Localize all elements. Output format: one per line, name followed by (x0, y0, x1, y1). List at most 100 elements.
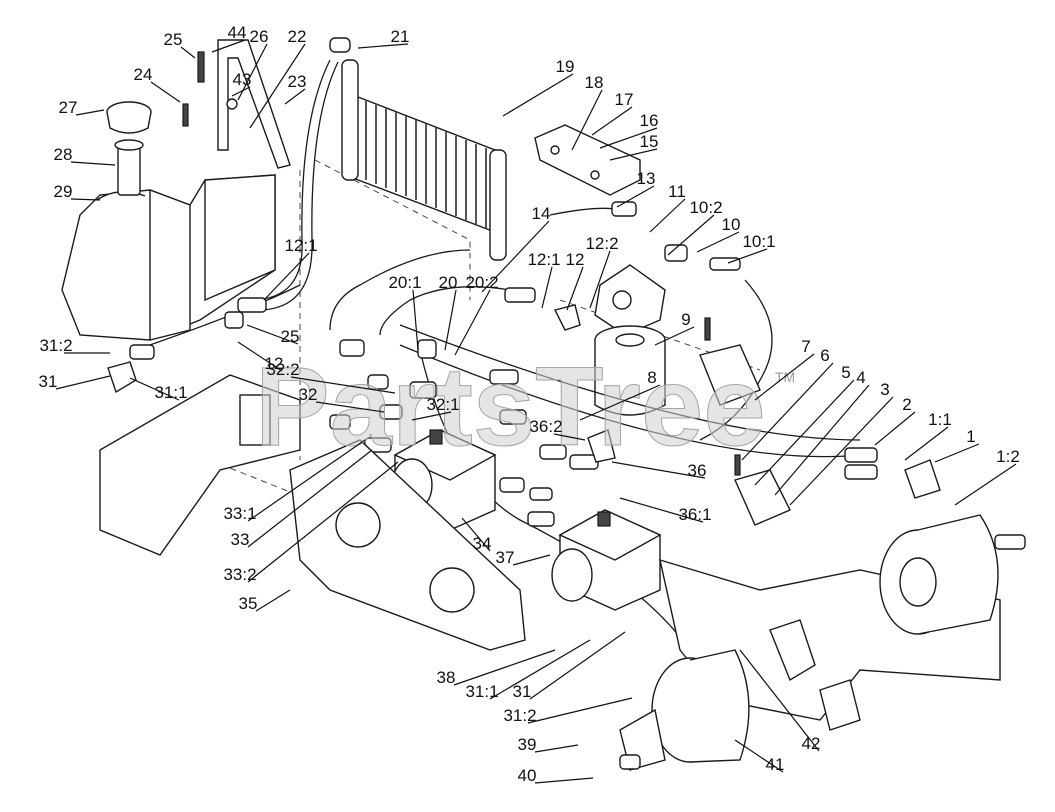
callout-label: 12:2 (585, 234, 618, 253)
callout-label: 29 (54, 182, 73, 201)
callout-leader-line (566, 266, 584, 311)
callout-leader-line (129, 377, 180, 401)
callout-leader-line (616, 185, 655, 208)
callout-label: 7 (801, 337, 810, 356)
callout-leader-line (904, 426, 949, 461)
callout-leader-line (444, 289, 457, 351)
callout-label: 8 (647, 368, 656, 387)
callout-leader-line (55, 375, 111, 390)
callout-leader-line (249, 43, 306, 129)
callout-leader-line (237, 341, 283, 372)
callout-leader-line (534, 744, 579, 753)
callout-leader-line (609, 148, 658, 161)
callout-leader-line (75, 109, 105, 116)
callout-leader-line (412, 289, 419, 351)
callout-leader-line (150, 81, 181, 103)
callout-label: 36:2 (529, 417, 562, 436)
callout-leader-line (70, 198, 101, 201)
callout-label: 36 (688, 461, 707, 480)
cooler-mount-plate (534, 124, 641, 196)
callout-label: 1:1 (928, 410, 952, 429)
callout-label: 37 (496, 548, 515, 567)
callout-label: 44 (228, 23, 247, 42)
callout-label: 31 (39, 372, 58, 391)
callout-leader-line (619, 497, 704, 523)
callout-label: 18 (585, 73, 604, 92)
callout-leader-line (739, 649, 820, 752)
callout-label: 32:2 (266, 360, 299, 379)
callout-label: 36:1 (678, 505, 711, 524)
callout-label: 32:1 (426, 395, 459, 414)
callout-label: 33:2 (223, 565, 256, 584)
callout-leader-line (247, 449, 373, 548)
oil-cooler (329, 37, 507, 261)
callout-label: 24 (134, 65, 153, 84)
callout-leader-line (611, 461, 706, 479)
tank-bracket (182, 39, 291, 169)
callout-leader-line (599, 127, 658, 149)
callout-label: 12 (265, 354, 284, 373)
callout-label: 20 (439, 273, 458, 292)
callout-label: 28 (54, 145, 73, 164)
callout-leader-line (453, 649, 556, 686)
callout-label: 14 (532, 204, 551, 223)
callout-leader-line (246, 324, 299, 345)
callout-leader-line (481, 220, 550, 293)
callout-label: 33 (231, 530, 250, 549)
callout-leader-line (754, 353, 815, 401)
callout-leader-line (231, 86, 251, 97)
callout-label: 17 (615, 90, 634, 109)
callout-label: 10 (722, 215, 741, 234)
callout-leader-line (70, 161, 116, 166)
callout-leader-line (454, 289, 491, 356)
callout-label: 19 (556, 57, 575, 76)
callout-leader-line (315, 401, 385, 413)
callout-label: 2 (902, 395, 911, 414)
callout-leader-line (954, 463, 1017, 506)
callout-label: 16 (640, 111, 659, 130)
callout-leader-line (591, 106, 633, 136)
callout-label: 33:1 (223, 504, 256, 523)
callout-leader-line (247, 461, 399, 583)
wheel-motor-left (619, 649, 750, 771)
callout-leader-line (461, 517, 491, 552)
callout-leader-line (553, 433, 586, 441)
callout-leader-line (541, 266, 553, 309)
callout-leader-line (774, 384, 870, 496)
callout-label: 21 (391, 27, 410, 46)
bracket-cluster (699, 317, 791, 526)
callout-label: 1:2 (996, 447, 1020, 466)
callout-label: 41 (766, 755, 785, 774)
callout-label: 42 (802, 734, 821, 753)
callout-label: 5 (841, 363, 850, 382)
callout-label: 25 (281, 327, 300, 346)
callout-leader-line (754, 379, 855, 486)
callout-leader-line (589, 250, 611, 309)
watermark-text: PartsTree (255, 344, 766, 469)
callout-leader-line (290, 376, 396, 394)
callout-leader-line (534, 777, 594, 784)
callout-label: 12 (566, 250, 585, 269)
pump-mount-plate (289, 439, 526, 651)
callout-leader-line (502, 73, 574, 117)
callout-label: 40 (518, 766, 537, 785)
callout-leader-line (180, 46, 196, 59)
callout-label: 26 (250, 27, 269, 46)
callout-leader-line (789, 396, 894, 506)
callout-label: 10:1 (742, 232, 775, 251)
callout-leader-line (411, 411, 452, 421)
callout-label: 12:1 (284, 236, 317, 255)
callout-label: 12:1 (527, 250, 560, 269)
callout-label: 34 (473, 534, 492, 553)
callout-label: 32 (299, 385, 318, 404)
callout-leader-line (284, 88, 306, 105)
callout-leader-line (934, 443, 980, 463)
callout-label: 31 (513, 682, 532, 701)
callout-leader-line (741, 362, 834, 461)
filter-assembly (594, 264, 666, 416)
callout-label: 20:1 (388, 273, 421, 292)
callout-label: 9 (681, 310, 690, 329)
fittings (107, 201, 941, 527)
callout-label: 20:2 (465, 273, 498, 292)
callout-leader-line (696, 231, 740, 253)
